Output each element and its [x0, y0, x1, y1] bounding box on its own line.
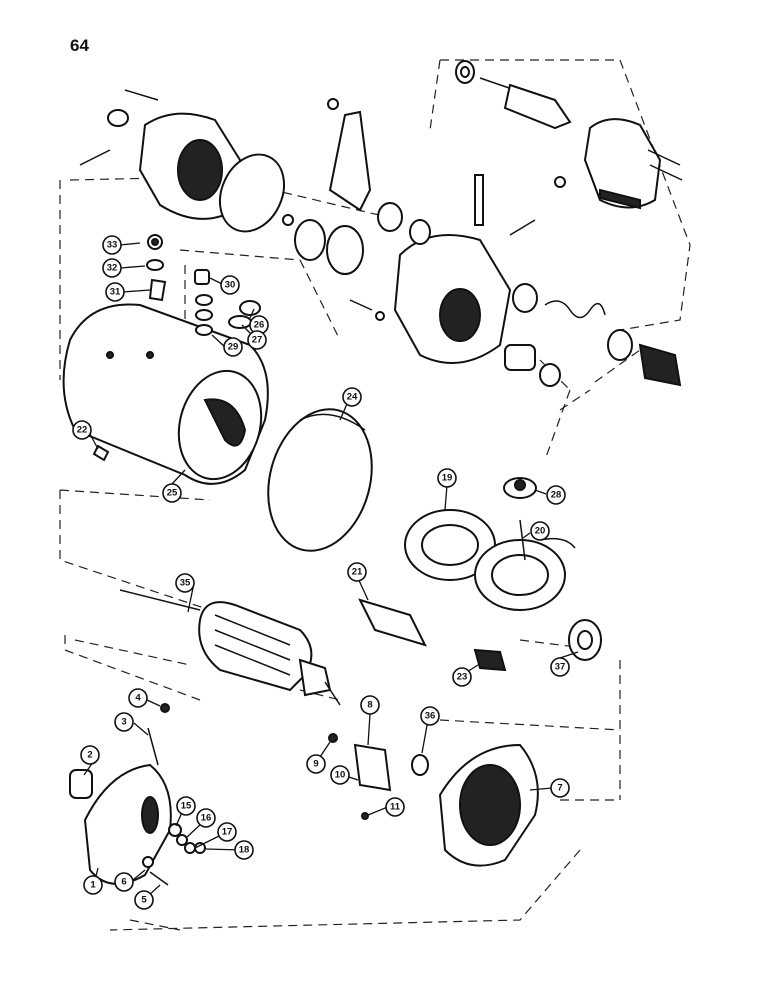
callout-3-label: 3: [121, 717, 126, 728]
callout-1[interactable]: 1: [83, 875, 103, 895]
callout-6[interactable]: 6: [114, 872, 134, 892]
callout-22[interactable]: 22: [72, 420, 92, 440]
insulator-strip: [473, 648, 507, 672]
callout-11[interactable]: 11: [385, 797, 405, 817]
callout-6-label: 6: [121, 877, 126, 888]
callout-26-label: 26: [254, 320, 265, 331]
callout-10-label: 10: [335, 770, 346, 781]
callout-18-label: 18: [239, 845, 250, 856]
callout-9-label: 9: [313, 759, 318, 770]
solenoid-plunger: [479, 77, 572, 130]
callout-37[interactable]: 37: [550, 657, 570, 677]
callout-1-label: 1: [90, 880, 96, 891]
return-spring: [512, 283, 606, 319]
callout-35[interactable]: 35: [175, 573, 195, 593]
callout-4[interactable]: 4: [128, 688, 148, 708]
pole-shoe: [358, 598, 427, 647]
callout-18[interactable]: 18: [234, 840, 254, 860]
callout-32-label: 32: [107, 263, 118, 274]
callout-22-label: 22: [77, 425, 88, 436]
brush-holder-outline: [179, 249, 341, 341]
callout-27[interactable]: 27: [247, 330, 267, 350]
bushings: [349, 299, 561, 387]
callout-16[interactable]: 16: [196, 808, 216, 828]
solenoid-body: [554, 118, 683, 210]
callout-27-label: 27: [252, 335, 263, 346]
callout-8-label: 8: [367, 700, 372, 711]
armature: [119, 589, 341, 706]
callout-25-label: 25: [167, 488, 178, 499]
callout-19[interactable]: 19: [437, 468, 457, 488]
callout-2-label: 2: [87, 750, 92, 761]
drive-clutch: [282, 214, 364, 275]
brush-plate: [438, 743, 539, 867]
callout-29[interactable]: 29: [223, 337, 243, 357]
callout-17-label: 17: [222, 827, 233, 838]
callout-37-label: 37: [555, 662, 566, 673]
callout-33[interactable]: 33: [102, 235, 122, 255]
callout-36-label: 36: [425, 711, 436, 722]
callout-30-label: 30: [225, 280, 236, 291]
page-number: 64: [70, 36, 89, 55]
callout-15[interactable]: 15: [176, 796, 196, 816]
callout-5[interactable]: 5: [134, 890, 154, 910]
callout-16-label: 16: [201, 813, 212, 824]
shift-lever: [327, 98, 372, 212]
callout-17[interactable]: 17: [217, 822, 237, 842]
callout-10[interactable]: 10: [330, 765, 350, 785]
callout-24-label: 24: [347, 392, 358, 403]
callout-9[interactable]: 9: [306, 754, 326, 774]
callout-2[interactable]: 2: [80, 745, 100, 765]
callout-29-label: 29: [228, 342, 239, 353]
nose-housing: [377, 174, 536, 364]
brush-holder: [328, 733, 429, 820]
callout-23-label: 23: [457, 672, 468, 683]
callout-36[interactable]: 36: [420, 706, 440, 726]
callout-24[interactable]: 24: [342, 387, 362, 407]
solenoid-washer: [455, 60, 475, 84]
callout-25[interactable]: 25: [162, 483, 182, 503]
callout-31-label: 31: [110, 287, 121, 298]
callout-3[interactable]: 3: [114, 712, 134, 732]
callout-15-label: 15: [181, 801, 192, 812]
field-coils: [404, 509, 576, 611]
callout-28[interactable]: 28: [546, 485, 566, 505]
callout-33-label: 33: [107, 240, 118, 251]
callout-28-label: 28: [551, 490, 562, 501]
field-frame-outline: [59, 489, 601, 651]
callout-21[interactable]: 21: [347, 562, 367, 582]
callout-20[interactable]: 20: [530, 521, 550, 541]
callout-4-label: 4: [135, 693, 141, 704]
pinion-gear: [607, 329, 682, 387]
callout-11-label: 11: [390, 802, 401, 813]
small-fasteners: [142, 823, 206, 886]
callout-7[interactable]: 7: [550, 778, 570, 798]
solenoid-assembly-outline: [429, 59, 691, 411]
field-frame: [62, 303, 269, 485]
callout-20-label: 20: [535, 526, 546, 537]
armature-washer: [568, 619, 602, 661]
brush-plate-outline: [64, 635, 621, 931]
callout-5-label: 5: [141, 895, 147, 906]
housing-o-ring: [218, 153, 286, 233]
callout-30[interactable]: 30: [220, 275, 240, 295]
callout-23[interactable]: 23: [452, 667, 472, 687]
drive-end-housing: [79, 89, 242, 220]
drive-housing-outline: [59, 174, 571, 461]
callout-8[interactable]: 8: [360, 695, 380, 715]
callout-35-label: 35: [180, 578, 191, 589]
commutator-end-head: [69, 703, 172, 885]
callout-32[interactable]: 32: [102, 258, 122, 278]
callout-31[interactable]: 31: [105, 282, 125, 302]
callout-21-label: 21: [352, 567, 363, 578]
callout-19-label: 19: [442, 473, 453, 484]
terminal-stack: [92, 234, 261, 462]
field-insulator-band: [267, 408, 373, 552]
field-terminal-nut: [503, 477, 537, 499]
callout-7-label: 7: [557, 783, 562, 794]
